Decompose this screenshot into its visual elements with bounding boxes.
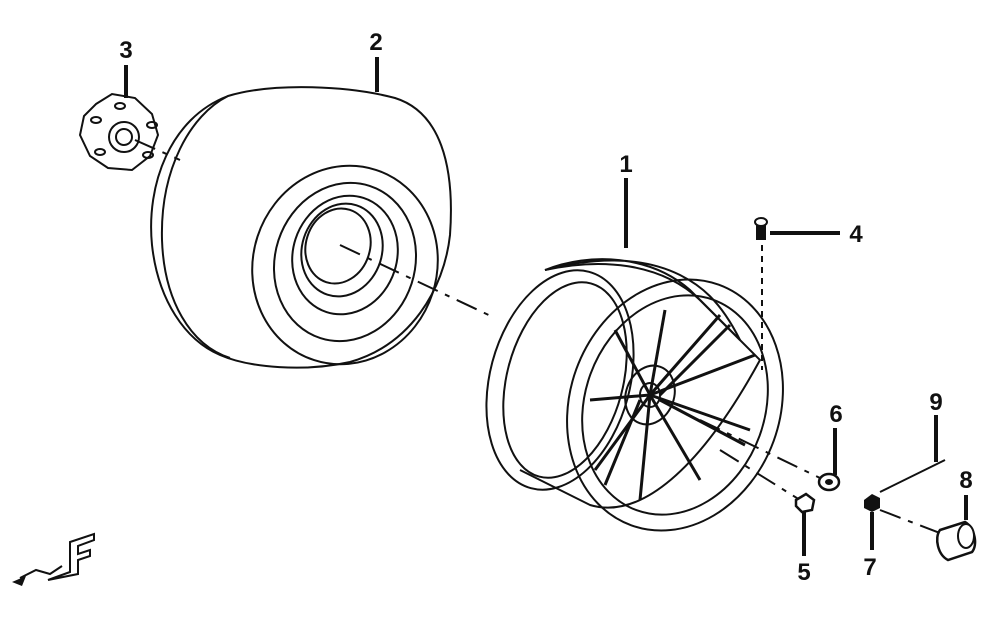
- hub-bore: [115, 128, 133, 146]
- front-f-letter-shape: [47, 532, 95, 581]
- spoke: [638, 394, 652, 501]
- tire-bore: [304, 207, 372, 285]
- stud: [142, 151, 154, 159]
- axis-lines: [134, 139, 946, 536]
- callout-2: 2: [369, 29, 382, 56]
- callout-8: 8: [959, 467, 972, 494]
- callout-7: 7: [863, 554, 876, 581]
- cotter-pin-part: [879, 459, 946, 493]
- rim-front-ring: [581, 294, 769, 516]
- callout-9: 9: [929, 389, 942, 416]
- stud: [114, 102, 126, 110]
- front-direction-arrow-icon: F: [12, 532, 95, 586]
- tire-axis-line: [339, 244, 496, 319]
- spoke: [603, 399, 642, 486]
- hub-cap-part: [936, 520, 977, 562]
- spoke: [648, 394, 702, 481]
- washer-hole: [825, 479, 833, 485]
- cap-axis-line: [879, 509, 946, 536]
- nut-part: [794, 492, 816, 514]
- callout-1: 1: [619, 151, 632, 178]
- leader-lines: [124, 57, 968, 556]
- spoke: [658, 323, 732, 397]
- tire-sidewall: [251, 164, 439, 366]
- hub-cap-face: [957, 523, 975, 549]
- callout-5: 5: [797, 559, 810, 586]
- stud: [94, 148, 106, 156]
- direction-arrowhead: [12, 576, 26, 586]
- callout-4: 4: [849, 221, 863, 248]
- valve-stem: [756, 222, 766, 240]
- axle-nut-part: [864, 494, 880, 512]
- spoke: [593, 394, 652, 471]
- hub-flange: [78, 92, 160, 172]
- rim-center-hub: [624, 364, 676, 426]
- hub-center: [108, 121, 140, 153]
- wheel-studs: [90, 102, 158, 159]
- callout-3: 3: [119, 37, 132, 64]
- rim-barrel: [519, 263, 762, 509]
- axle-nut: [864, 494, 880, 512]
- hub-part: [78, 92, 160, 172]
- valve-part: [754, 217, 768, 370]
- tire-part: [150, 86, 452, 369]
- tire-bead-inner: [300, 202, 384, 298]
- nut2-axis-line: [719, 449, 801, 501]
- callout-labels: 2 3 1 4 6 5 7 9 8: [119, 29, 972, 586]
- direction-arrow-line: [19, 565, 63, 579]
- callout-6: 6: [829, 401, 842, 428]
- spoke: [659, 398, 746, 447]
- spoke: [649, 393, 751, 432]
- tire-outer: [150, 86, 452, 369]
- rim-center-bore: [639, 382, 661, 408]
- spoke: [648, 314, 722, 396]
- spoke: [648, 309, 667, 396]
- rim-top-lip: [544, 258, 741, 341]
- stud: [146, 121, 158, 129]
- tire-sidewall-ring: [272, 181, 418, 343]
- hub-axis-line: [134, 139, 181, 161]
- rim-front-flange: [566, 278, 784, 532]
- washer-part: [817, 472, 841, 492]
- valve-cap: [754, 217, 768, 227]
- tire-tread-edge: [160, 95, 231, 359]
- rim-back-edge: [485, 269, 635, 491]
- rim-back-ring: [502, 281, 628, 479]
- cotter-pin: [879, 459, 946, 493]
- rim-part: [485, 258, 784, 532]
- nut: [794, 492, 816, 514]
- tire-bead-outer: [291, 194, 399, 316]
- stud: [90, 116, 102, 124]
